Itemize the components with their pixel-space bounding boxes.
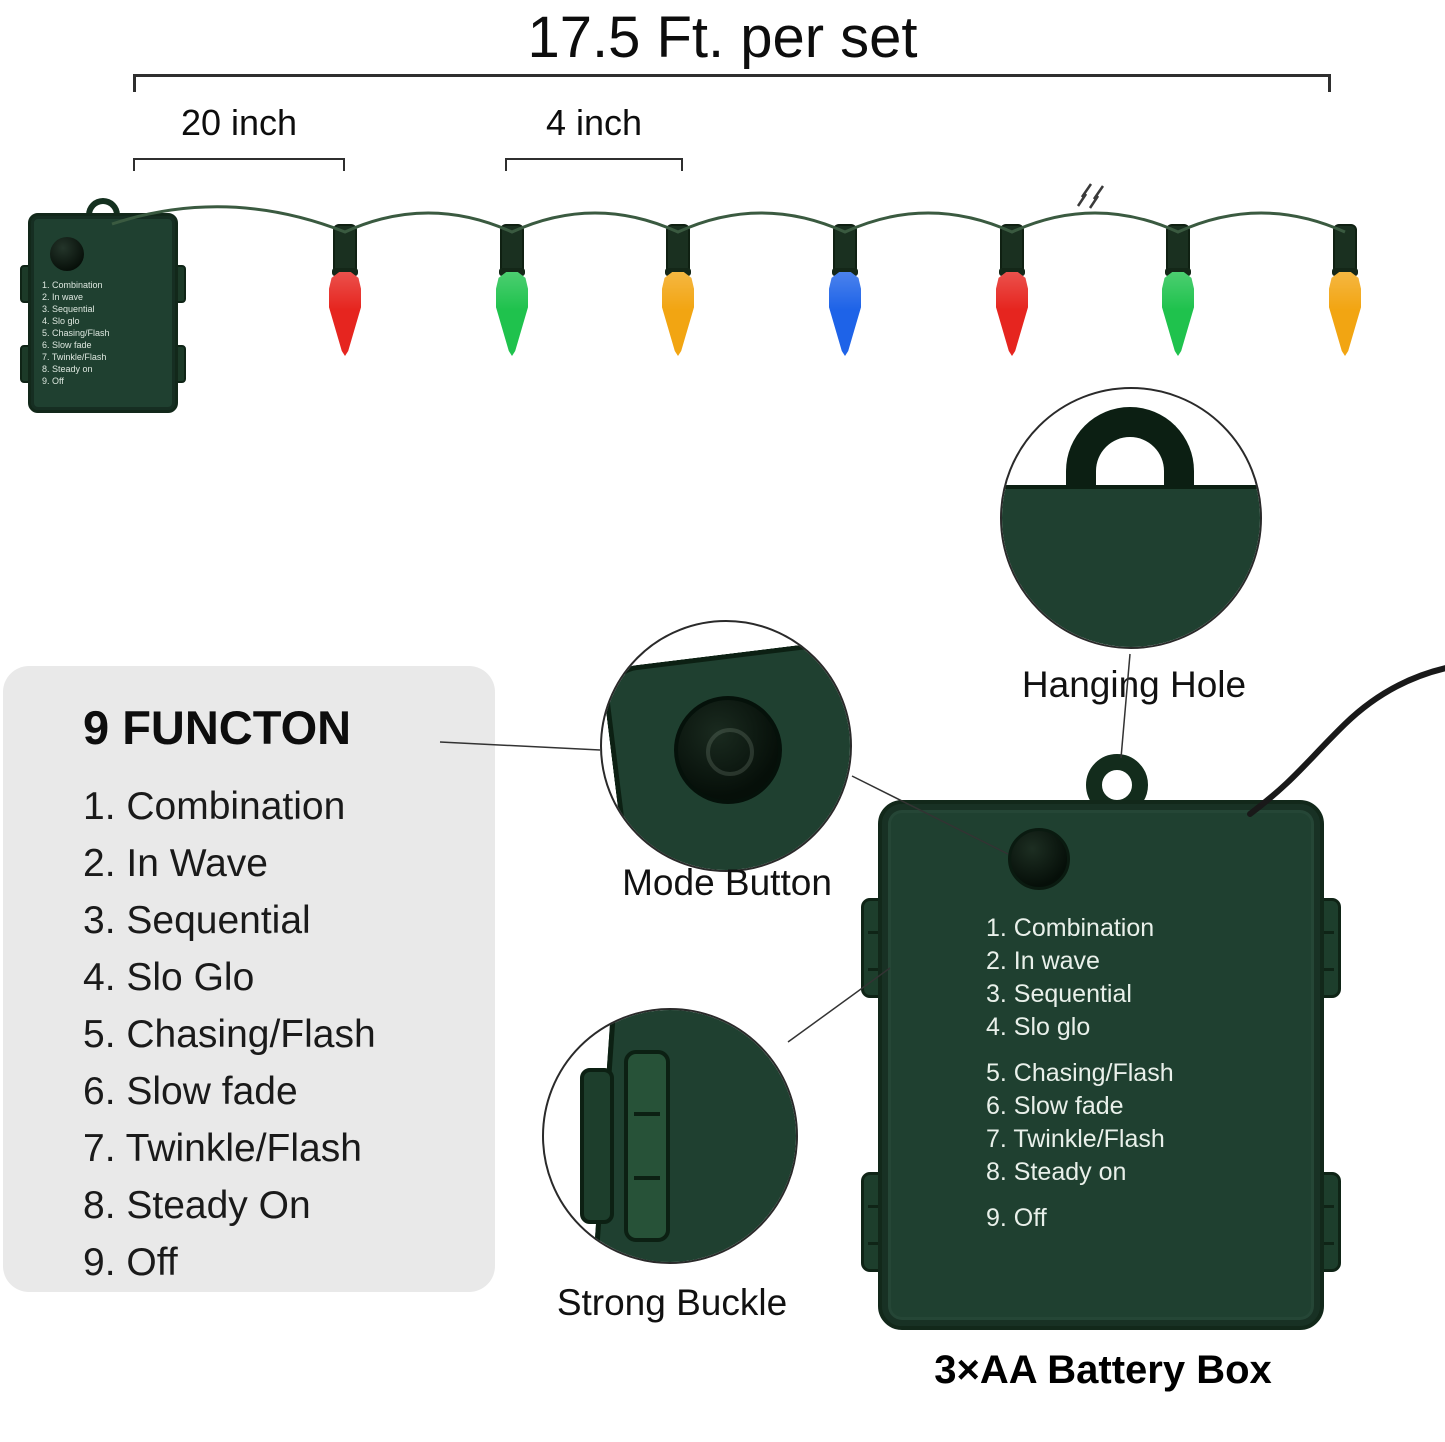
bulb-socket xyxy=(1332,224,1358,276)
buckle-icon xyxy=(624,1050,670,1242)
function-item: 1. Combination xyxy=(42,280,103,290)
buckle-outer-bar xyxy=(580,1068,614,1224)
string-bulb xyxy=(996,224,1028,364)
function-item: 4. Slo glo xyxy=(986,1013,1091,1041)
bulb-spacing-label: 4 inch xyxy=(545,102,643,143)
battery-box-body xyxy=(878,800,1324,1330)
strong-buckle-callout xyxy=(542,1008,798,1264)
function-item: 5. Chasing/Flash xyxy=(83,1013,376,1056)
function-item: 2. In wave xyxy=(42,292,84,302)
battery-box-caption: 3×AA Battery Box xyxy=(934,1348,1272,1392)
bulb-socket xyxy=(332,224,358,276)
bulb-socket xyxy=(999,224,1025,276)
mode-button-callout xyxy=(600,620,852,872)
function-item: 2. In wave xyxy=(986,947,1100,975)
function-item: 8. Steady On xyxy=(83,1184,311,1227)
function-item: 9. Off xyxy=(986,1204,1047,1232)
string-bulb xyxy=(829,224,861,364)
total-length-bracket xyxy=(133,74,1331,92)
bulb-socket xyxy=(832,224,858,276)
string-bulb xyxy=(1162,224,1194,364)
box-edge-detail xyxy=(1002,485,1260,647)
function-panel: 9 FUNCTON 1. Combination 2. In Wave 3. S… xyxy=(3,666,495,1292)
wire-break-mask xyxy=(1072,180,1110,210)
battery-box-small-function-list: 1. Combination 2. In wave 3. Sequential … xyxy=(42,279,110,387)
battery-box-function-list: 1. Combination 2. In wave 3. Sequential … xyxy=(986,912,1174,1235)
function-item: 6. Slow fade xyxy=(42,340,92,350)
bulb-glass xyxy=(829,272,861,356)
function-item: 9. Off xyxy=(42,376,64,386)
bulb-spacing-bracket xyxy=(505,158,683,171)
bulb-socket xyxy=(1165,224,1191,276)
battery-box-large: 1. Combination 2. In wave 3. Sequential … xyxy=(861,754,1341,1330)
bulb-glass xyxy=(1329,272,1361,356)
mode-button-icon xyxy=(674,696,782,804)
function-panel-list: 1. Combination 2. In Wave 3. Sequential … xyxy=(83,778,376,1291)
string-bulb xyxy=(662,224,694,364)
mode-button-label: Mode Button xyxy=(622,862,832,903)
function-item: 5. Chasing/Flash xyxy=(42,328,110,338)
bulb-glass xyxy=(329,272,361,356)
string-bulb xyxy=(329,224,361,364)
function-item: 4. Slo glo xyxy=(42,316,80,326)
function-item: 7. Twinkle/Flash xyxy=(83,1127,362,1170)
function-item: 6. Slow fade xyxy=(986,1092,1124,1120)
function-panel-heading: 9 FUNCTON xyxy=(83,701,352,754)
function-item: 7. Twinkle/Flash xyxy=(42,352,107,362)
function-item: 1. Combination xyxy=(986,914,1155,942)
function-item: 3. Sequential xyxy=(83,899,311,942)
function-item: 8. Steady on xyxy=(42,364,93,374)
function-item: 8. Steady on xyxy=(986,1158,1127,1186)
hanging-hole-label: Hanging Hole xyxy=(1021,664,1247,705)
function-item: 9. Off xyxy=(83,1241,178,1284)
strong-buckle-label: Strong Buckle xyxy=(556,1282,788,1323)
function-item: 5. Chasing/Flash xyxy=(986,1059,1174,1087)
lead-spacing-label: 20 inch xyxy=(180,102,298,143)
function-item: 4. Slo Glo xyxy=(83,956,255,999)
power-cord xyxy=(1247,665,1445,817)
bulb-glass xyxy=(662,272,694,356)
wire-break-icon xyxy=(1076,183,1093,207)
battery-box-small: 1. Combination 2. In wave 3. Sequential … xyxy=(20,198,186,413)
mode-button-icon xyxy=(50,237,84,271)
hanging-hole-icon xyxy=(1066,407,1194,487)
lead-spacing-bracket xyxy=(133,158,345,171)
light-string-wire xyxy=(111,205,1346,234)
function-item: 1. Combination xyxy=(83,785,346,828)
mode-button-icon xyxy=(1008,828,1070,890)
function-item: 2. In Wave xyxy=(83,842,268,885)
total-length-title: 17.5 Ft. per set xyxy=(527,5,918,70)
string-bulb xyxy=(1329,224,1361,364)
bulb-glass xyxy=(496,272,528,356)
bulb-socket xyxy=(499,224,525,276)
function-item: 6. Slow fade xyxy=(83,1070,298,1113)
function-item: 3. Sequential xyxy=(986,980,1132,1008)
function-item: 3. Sequential xyxy=(42,304,95,314)
hanging-hole-callout xyxy=(1000,387,1262,649)
bulb-socket xyxy=(665,224,691,276)
function-item: 7. Twinkle/Flash xyxy=(986,1125,1165,1153)
bulb-glass xyxy=(1162,272,1194,356)
string-bulb xyxy=(496,224,528,364)
bulb-glass xyxy=(996,272,1028,356)
wire-break-icon xyxy=(1088,185,1105,209)
